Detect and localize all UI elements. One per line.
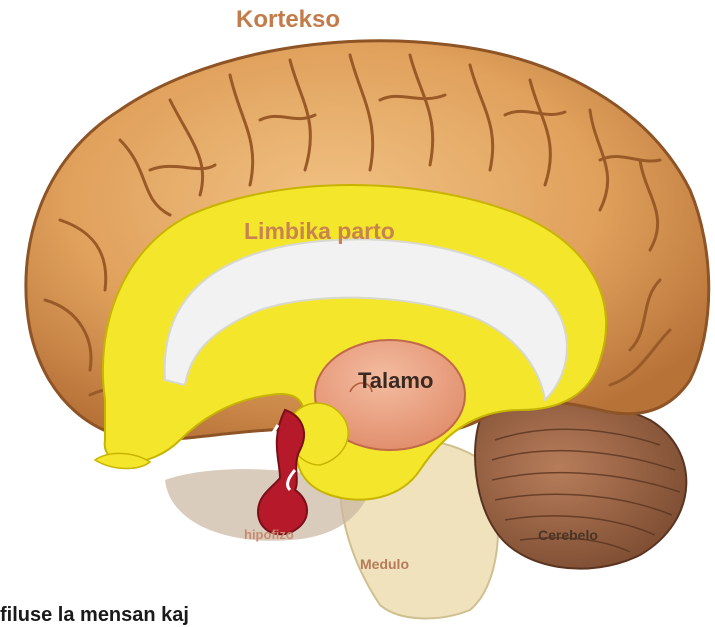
label-thalamus: Talamo — [358, 368, 433, 394]
label-cerebellum: Cerebelo — [538, 527, 598, 543]
caption-text: filuse la mensan kaj — [0, 604, 189, 627]
label-cortex: Kortekso — [236, 6, 340, 34]
label-medulla: Medulo — [360, 556, 409, 572]
label-limbic: Limbika parto — [244, 218, 395, 245]
label-pituitary: hipofizo — [244, 527, 294, 542]
